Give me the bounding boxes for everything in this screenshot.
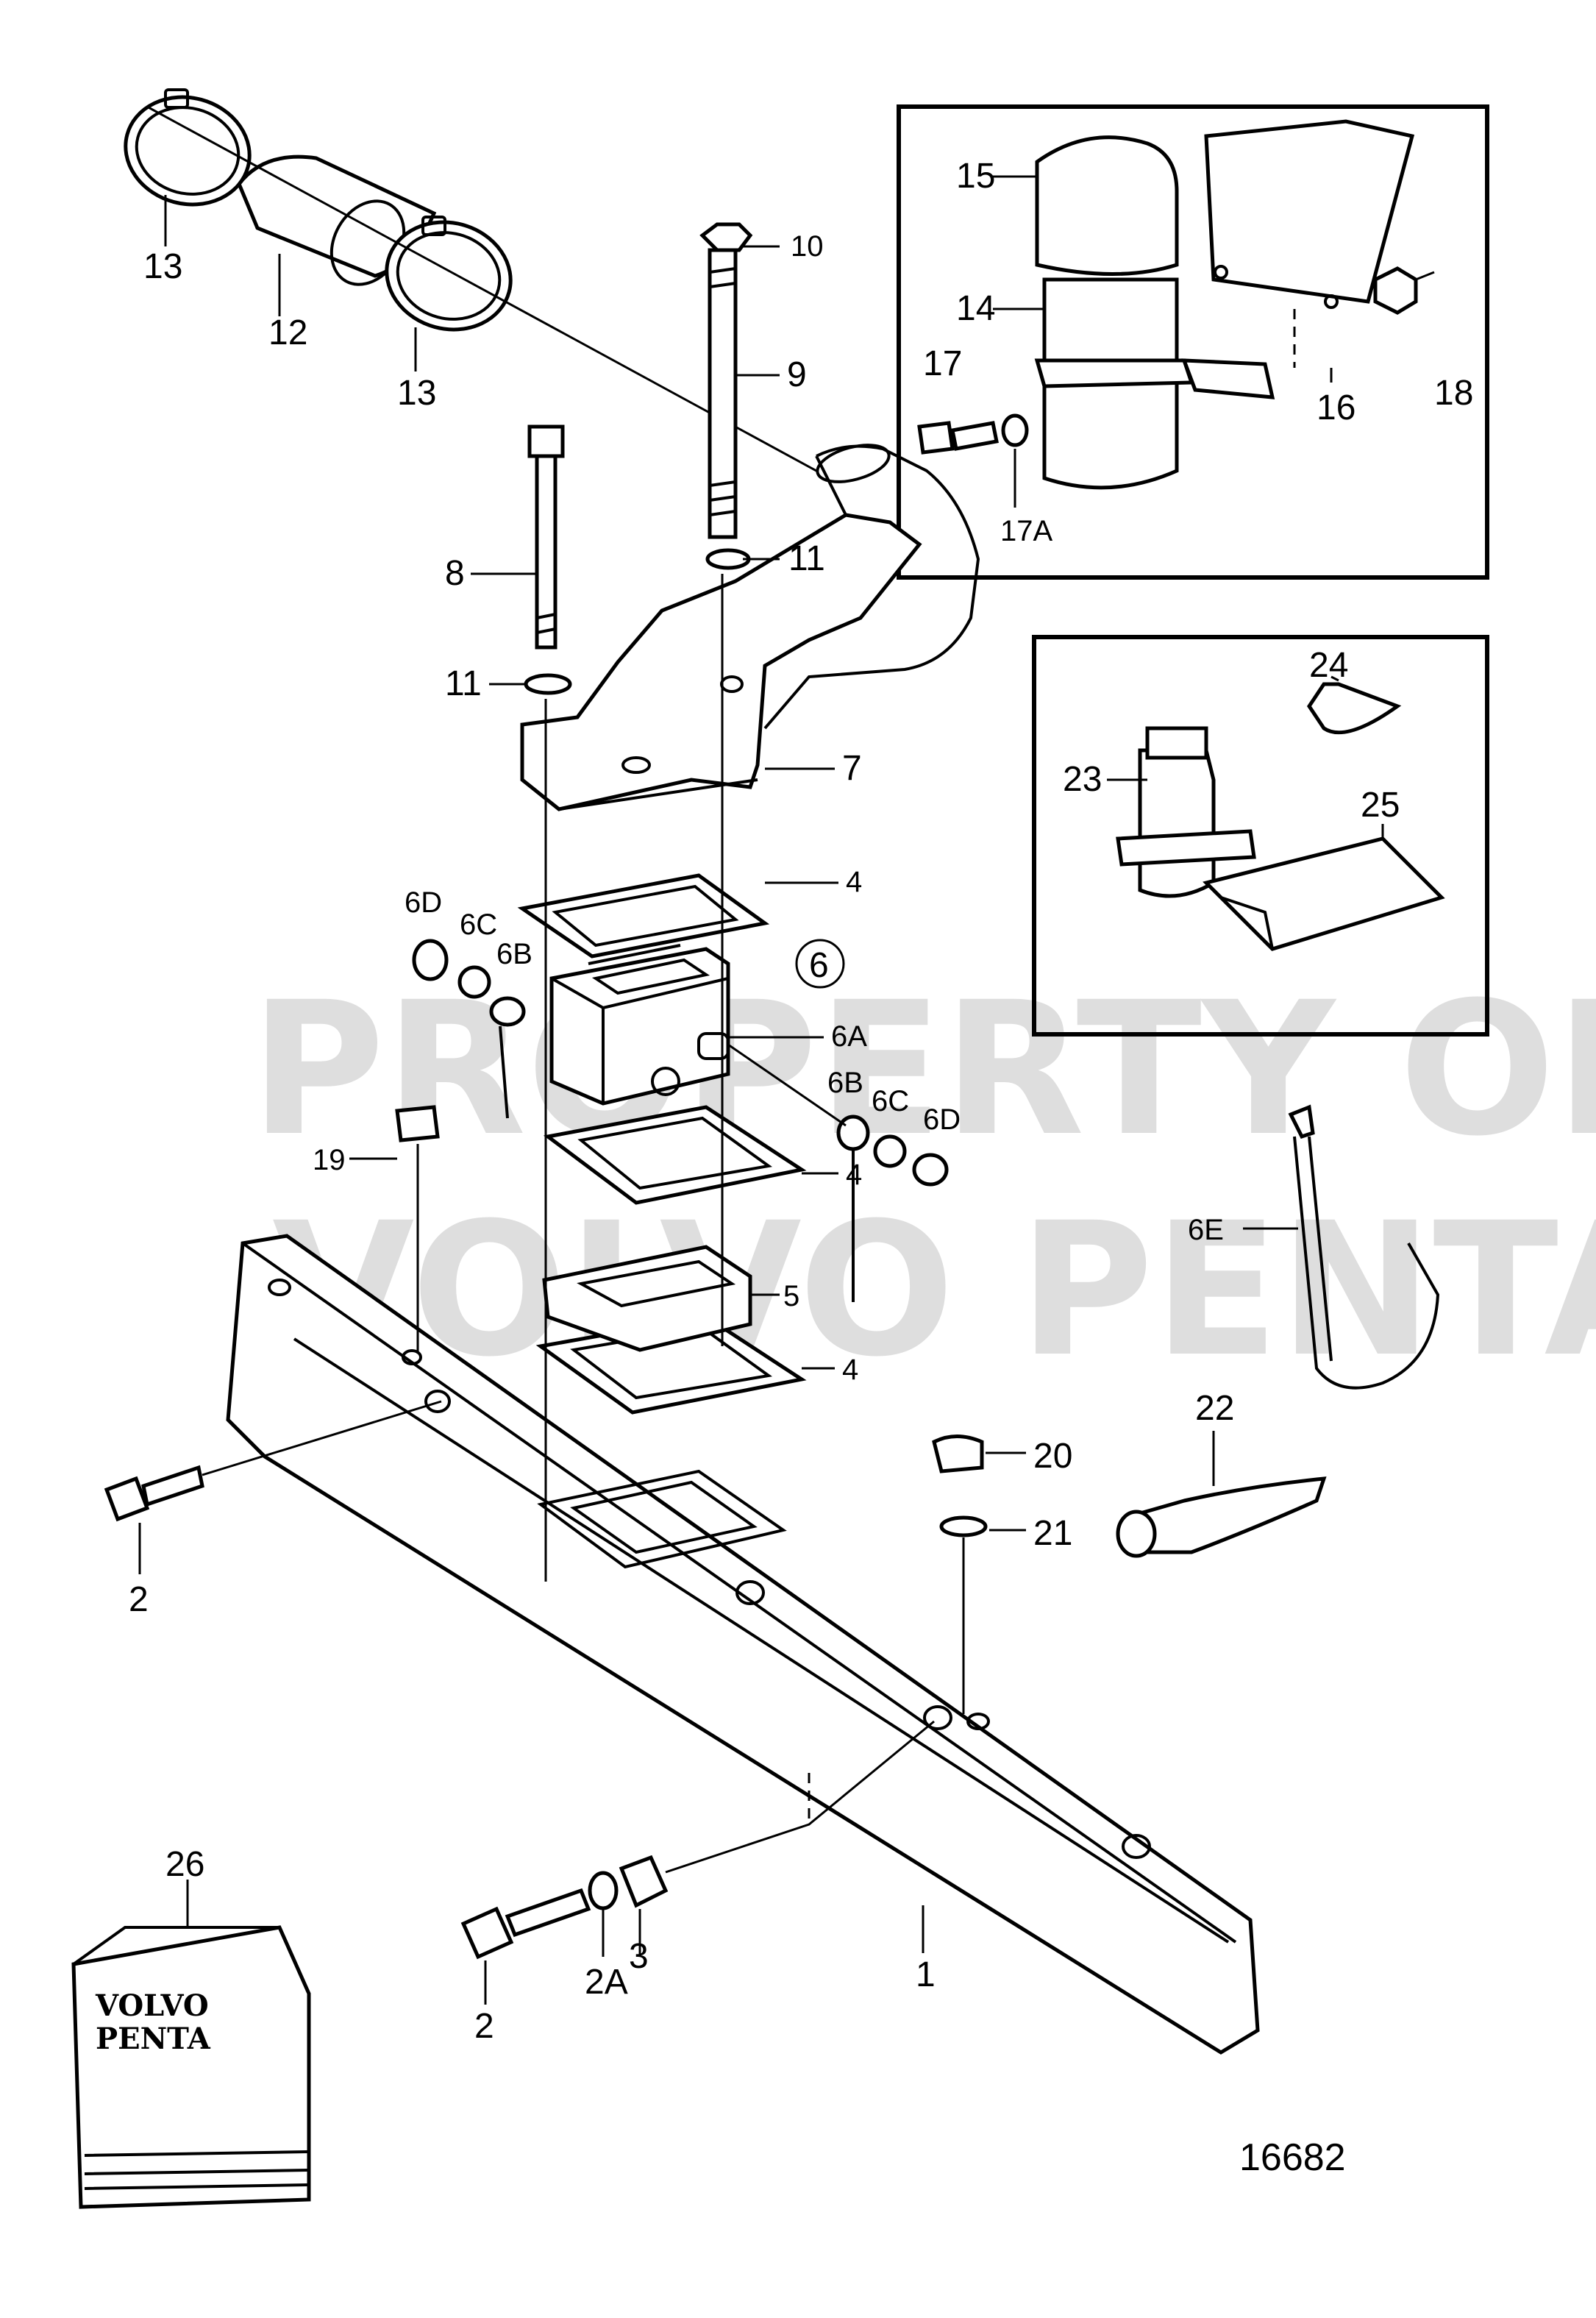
callout-6B-left: 6B <box>496 938 532 970</box>
callout-6E: 6E <box>1188 1214 1224 1246</box>
callout-23: 23 <box>1063 760 1102 799</box>
callout-6C-right: 6C <box>872 1085 909 1117</box>
bag-logo-line2: PENTA <box>96 2022 211 2056</box>
callout-labels: 13 12 13 10 9 11 8 11 7 4 6D 6C 6B 6 6A … <box>129 157 1473 2179</box>
callout-7: 7 <box>842 749 862 788</box>
callout-16: 16 <box>1317 388 1355 427</box>
callout-4-lower: 4 <box>842 1354 858 1386</box>
terminal-set-right <box>727 1043 949 1302</box>
heater-element <box>549 944 730 1106</box>
inset-box-solenoid <box>1032 635 1489 1037</box>
callout-5: 5 <box>783 1280 799 1312</box>
hose-clamp-left <box>124 88 252 207</box>
callout-4-middle: 4 <box>846 1159 862 1191</box>
callout-26: 26 <box>165 1845 204 1884</box>
intake-pipe <box>520 444 980 811</box>
callout-6B-right: 6B <box>827 1067 863 1099</box>
cable-tie <box>1288 1104 1440 1390</box>
callout-14: 14 <box>956 289 995 328</box>
callout-6: 6 <box>809 946 829 985</box>
bag-logo-line1: VOLVO <box>95 1988 209 2023</box>
callout-6C-left: 6C <box>460 909 497 941</box>
bolt-2-lower <box>460 1720 935 1960</box>
callout-4-upper: 4 <box>846 866 862 898</box>
callout-17: 17 <box>923 344 962 383</box>
watermark: PROPERTY OF VOLVO PENTA <box>250 962 1596 1397</box>
literature-bag: VOLVO PENTA <box>71 1925 311 2209</box>
solenoid-assembly <box>1116 682 1445 951</box>
bolt-2-upper <box>104 1400 442 1522</box>
callout-1: 1 <box>916 1955 936 1994</box>
plug-20 <box>932 1434 988 1714</box>
plug-19 <box>395 1105 440 1354</box>
inset-box-heater <box>897 104 1489 580</box>
gasket-upper <box>517 873 770 959</box>
callout-17A: 17A <box>1000 515 1052 547</box>
callout-2-lower: 2 <box>474 2007 494 2046</box>
callout-6D-left: 6D <box>405 886 442 919</box>
hose-clamp-right <box>385 216 513 332</box>
heater-cover-assembly <box>917 119 1418 490</box>
gasket-middle <box>543 1105 807 1205</box>
sealant-tube <box>1116 1476 1327 1558</box>
axis-line-hose <box>146 105 817 472</box>
callout-11-upper: 11 <box>788 539 825 578</box>
terminal-set-left <box>412 939 526 1119</box>
callout-22: 22 <box>1195 1389 1234 1428</box>
callout-2-upper: 2 <box>129 1580 149 1619</box>
callout-10: 10 <box>791 230 824 263</box>
callout-8: 8 <box>445 554 465 593</box>
callout-6D-right: 6D <box>923 1103 961 1136</box>
callout-20: 20 <box>1033 1437 1072 1476</box>
callout-19: 19 <box>313 1144 346 1176</box>
bolt-assembly <box>524 424 572 1582</box>
callout-3: 3 <box>629 1937 649 1976</box>
callout-2A: 2A <box>585 1963 628 2002</box>
spacer-block <box>542 1245 752 1352</box>
callout-13-right: 13 <box>397 374 436 413</box>
stud-assembly <box>699 222 753 1346</box>
callout-13-left: 13 <box>143 247 182 286</box>
watermark-line1: PROPERTY OF <box>250 962 1596 1176</box>
callout-15: 15 <box>956 157 995 196</box>
callout-12: 12 <box>268 313 307 352</box>
callout-25: 25 <box>1361 786 1400 825</box>
figure-number: 16682 <box>1239 2136 1346 2179</box>
callout-11-lower: 11 <box>445 664 482 703</box>
callout-21: 21 <box>1033 1514 1072 1553</box>
callout-24: 24 <box>1309 646 1348 685</box>
watermark-line2: VOLVO PENTA <box>272 1183 1596 1397</box>
leader-lines <box>138 175 1435 2005</box>
callout-6A: 6A <box>831 1020 867 1053</box>
callout-18: 18 <box>1434 374 1473 413</box>
exhaust-manifold <box>226 1234 1260 2055</box>
callout-9: 9 <box>787 355 807 394</box>
